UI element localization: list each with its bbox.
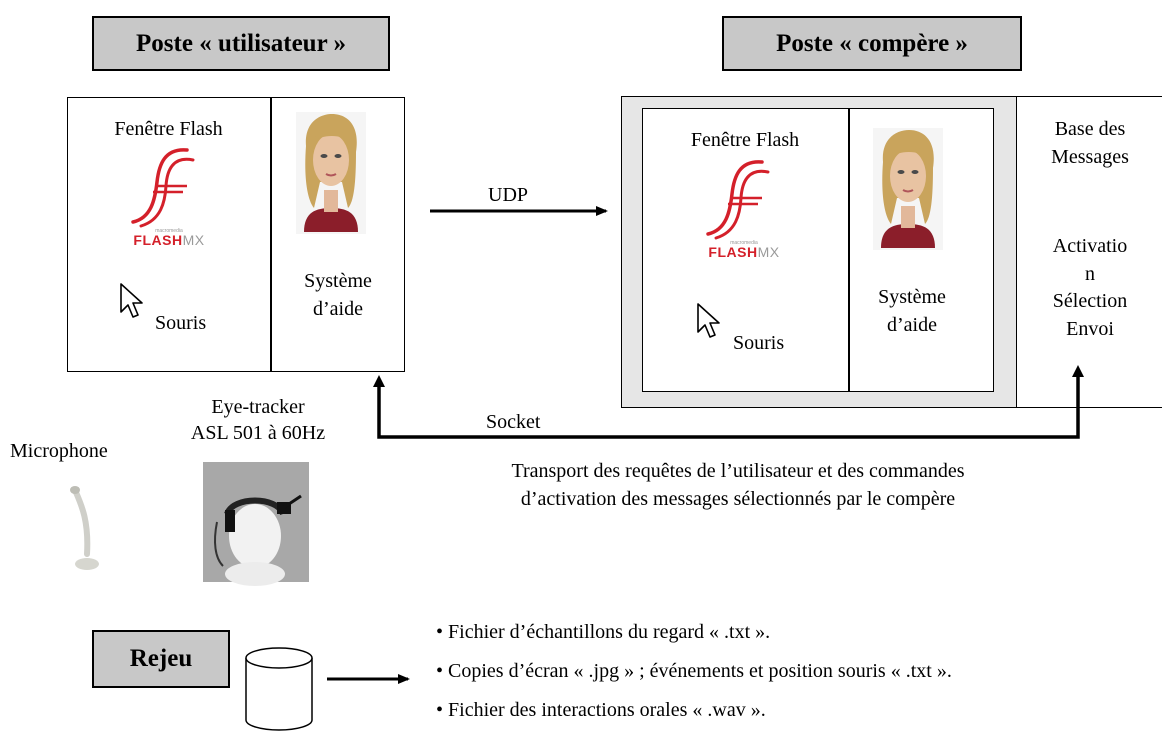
user-flash-brand-suffix: MX [182, 232, 205, 248]
socket-label: Socket [486, 411, 541, 433]
user-help-system-line1: Système [304, 270, 372, 292]
actions-line2: n [1085, 263, 1095, 285]
compere-flash-macro-text: macromedia [730, 240, 758, 246]
user-mouse-label: Souris [155, 312, 207, 334]
bullet-icon: • [436, 621, 444, 643]
user-flash-macro-text: macromedia [155, 228, 183, 234]
replay-file-text: Copies d’écran « .jpg » ; événements et … [448, 660, 952, 682]
replay-file-item: • Copies d’écran « .jpg » ; événements e… [436, 659, 952, 683]
user-flash-brand-name: FLASH [133, 232, 183, 248]
compere-avatar-icon [873, 128, 943, 250]
compere-help-system-line2: d’aide [887, 314, 937, 336]
socket-arrowhead-user [373, 375, 385, 387]
compere-flash-brand-name: FLASH [708, 244, 758, 260]
message-base-line1: Base des [1054, 118, 1126, 140]
compere-help-system-line1: Système [878, 286, 946, 308]
compere-station-title-text: Poste « compère » [776, 29, 968, 57]
compere-cursor-icon [697, 303, 720, 338]
replay-file-text: Fichier des interactions orales « .wav »… [448, 699, 766, 721]
compere-flash-brand-suffix: MX [757, 244, 780, 260]
microphone-icon [70, 486, 99, 570]
user-flash-brand: FLASHMX [125, 232, 213, 248]
user-flash-logo: macromedia FLASHMX [125, 142, 213, 254]
compere-inner-divider [848, 108, 850, 392]
microphone-label: Microphone [10, 440, 108, 462]
replay-file-text: Fichier d’échantillons du regard « .txt … [448, 621, 771, 643]
actions-line1: Activatio [1052, 235, 1128, 257]
message-base-line2: Messages [1051, 146, 1129, 168]
bullet-icon: • [436, 699, 444, 721]
user-cursor-icon [120, 283, 143, 318]
compere-flash-logo: macromedia FLASHMX [700, 154, 788, 266]
user-flash-window-label: Fenêtre Flash [114, 118, 223, 140]
compere-flash-brand: FLASHMX [700, 244, 788, 260]
bullet-icon: • [436, 660, 444, 682]
replay-title-text: Rejeu [129, 645, 193, 672]
user-station-title: Poste « utilisateur » [92, 16, 390, 71]
replay-title: Rejeu [92, 630, 230, 688]
replay-file-item: • Fichier des interactions orales « .wav… [436, 698, 766, 722]
compere-station-title: Poste « compère » [722, 16, 1022, 71]
flash-f-icon [131, 148, 195, 228]
compere-message-base-area [1016, 97, 1162, 407]
eye-tracker-line1: Eye-tracker [211, 396, 305, 418]
flash-f-icon [706, 160, 770, 240]
socket-description-line1: Transport des requêtes de l’utilisateur … [511, 460, 965, 482]
eye-tracker-line2: ASL 501 à 60Hz [190, 422, 326, 444]
actions-line3: Sélection [1052, 290, 1128, 312]
database-icon [245, 647, 313, 731]
compere-mouse-label: Souris [733, 332, 785, 354]
user-panel-divider [270, 97, 272, 372]
user-avatar-icon [296, 112, 366, 234]
compere-flash-window-label: Fenêtre Flash [690, 129, 800, 151]
eye-tracker-headset-icon [203, 462, 309, 586]
user-help-system-line2: d’aide [313, 298, 363, 320]
actions-line4: Envoi [1066, 318, 1114, 340]
udp-label: UDP [488, 184, 529, 206]
socket-description-line2: d’activation des messages sélectionnés p… [520, 488, 956, 510]
user-station-title-text: Poste « utilisateur » [136, 29, 346, 57]
replay-file-item: • Fichier d’échantillons du regard « .tx… [436, 620, 770, 644]
